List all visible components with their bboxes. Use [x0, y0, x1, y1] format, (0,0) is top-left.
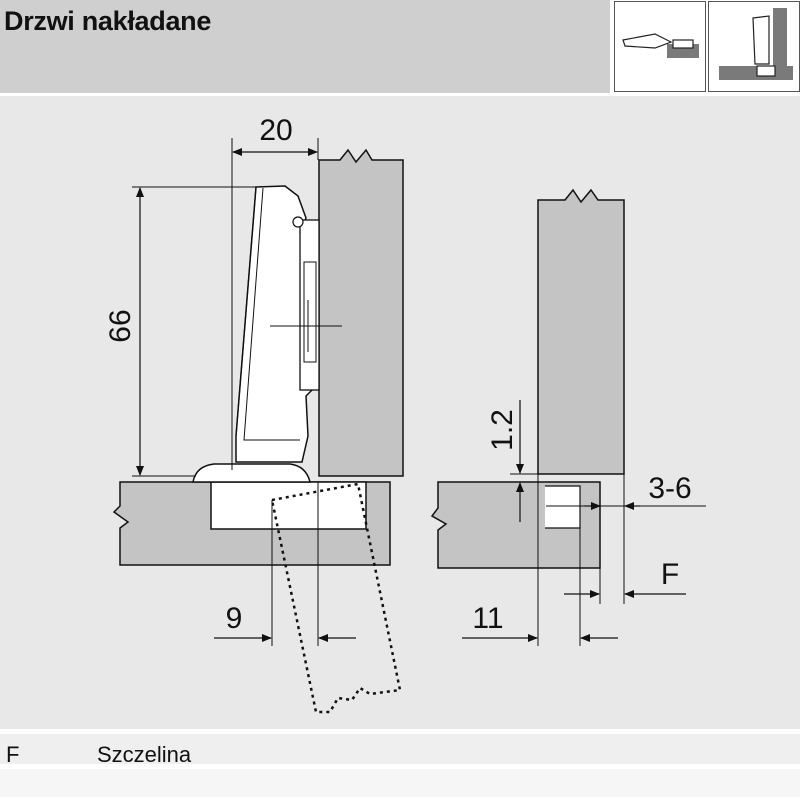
dim-1-2-label: 1.2 [486, 409, 519, 451]
dim-F-label: F [661, 558, 679, 591]
legend: F Szczelina [0, 729, 800, 800]
cabinet-side-panel-right [537, 188, 625, 475]
dim-11-label: 11 [472, 602, 503, 635]
hinge-arm-edge [235, 186, 257, 437]
thumbnail-hinge-view[interactable] [614, 1, 706, 92]
hinge-top-view-icon [622, 33, 699, 58]
legend-key: F [6, 742, 20, 767]
dim-9-label: 9 [226, 602, 243, 635]
legend-row: F Szczelina [0, 734, 800, 767]
dim-3-6-label: 3-6 [648, 472, 691, 505]
legend-row-empty [0, 769, 800, 797]
hinge-cup-collar [192, 463, 311, 483]
technical-drawing: 20 66 9 1.2 3-6 F [0, 96, 800, 729]
page-title: Drzwi nakładane [4, 6, 212, 36]
thumbnail-overlay-view[interactable] [708, 1, 800, 92]
hinge-cup-recess [210, 481, 367, 530]
door-edge-bevel [545, 485, 581, 529]
hinge-diagram: 20 66 9 1.2 3-6 F [104, 114, 706, 714]
mounting-plate-inner [303, 261, 317, 363]
overlay-door-side-view-icon [719, 8, 793, 80]
legend-value: Szczelina [97, 742, 192, 767]
hinge-arm-face [243, 187, 300, 441]
dim-20-label: 20 [259, 114, 292, 147]
header: Drzwi nakładane [0, 0, 800, 96]
adjust-screw [292, 216, 304, 228]
title-band: Drzwi nakładane [0, 0, 610, 93]
dim-66-label: 66 [104, 309, 137, 342]
cabinet-side-panel-left [318, 148, 404, 477]
